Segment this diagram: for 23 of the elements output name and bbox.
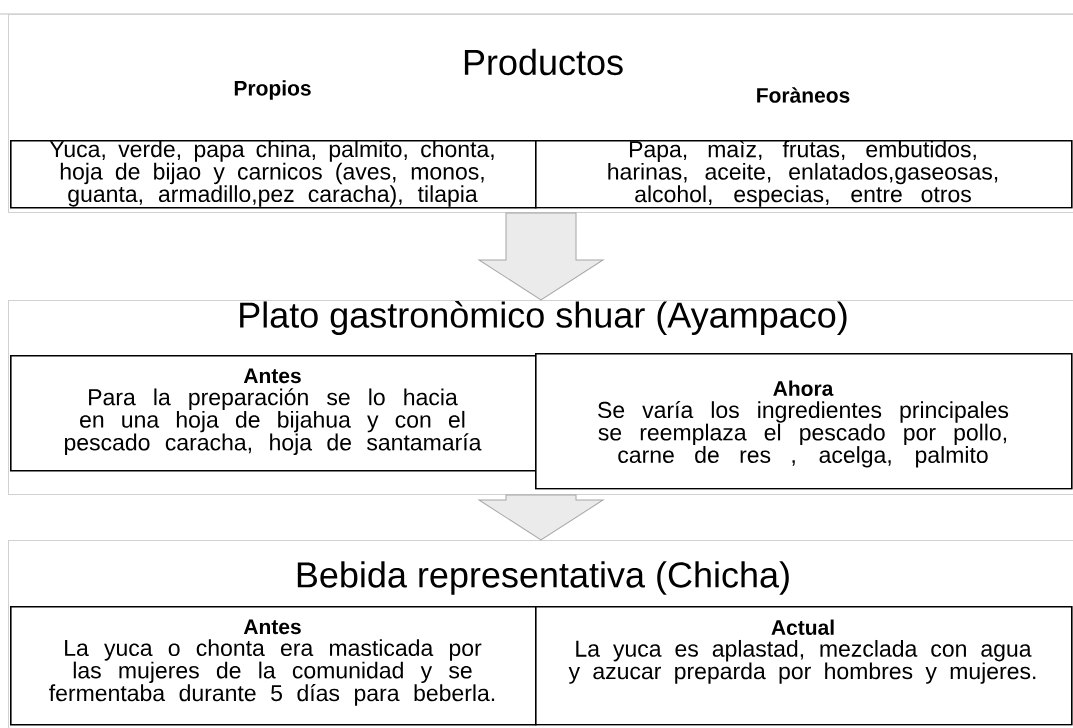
text-box [10,80,537,209]
box-text: Se varía los ingredientes principales se reemplaza el pescado por pollo, carne de res , acelga, palmito [598,400,1009,468]
box-heading: Antes [243,619,301,635]
text-box [10,355,537,472]
text-box [535,606,1073,726]
box-heading: Antes [243,368,301,384]
box-heading: Ahora [773,380,834,396]
box-text: Yuca, verde, papa china, palmito, chonta, hoja de bijao y carnicos (aves, monos, guanta, armadillo,pez caracha), tilapia [49,140,494,207]
band-title: Productos [464,48,623,76]
box-text: Papa, maìz, frutas, embutidos, harinas, aceite, enlatados,gaseosas, alcohol, especias, entre otros [608,140,998,207]
band-title: Bebida representativa (Chicha) [297,561,789,595]
band-title: Plato gastronòmico shuar (Ayampaco) [240,301,847,335]
text-box [535,87,1073,209]
box-heading: Actual [771,619,834,635]
text-box [10,606,537,726]
block-arrow [478,494,604,541]
box-text: La yuca o chonta era masticada por las mujeres de la comunidad y se fermentaba durante 5 días para beberla. [49,639,495,706]
block-arrow [478,212,604,301]
box-heading: Propios [234,80,311,100]
box-heading: Foràneos [757,87,850,103]
text-box [535,353,1073,490]
box-text: La yuca es aplastad, mezclada con agua y azucar preparda por hombres y mujeres. [568,639,1036,684]
box-text: Para la preparación se lo hacia en una hoja de bijahua y con el pescado caracha, hoja de santamaría [65,388,482,456]
